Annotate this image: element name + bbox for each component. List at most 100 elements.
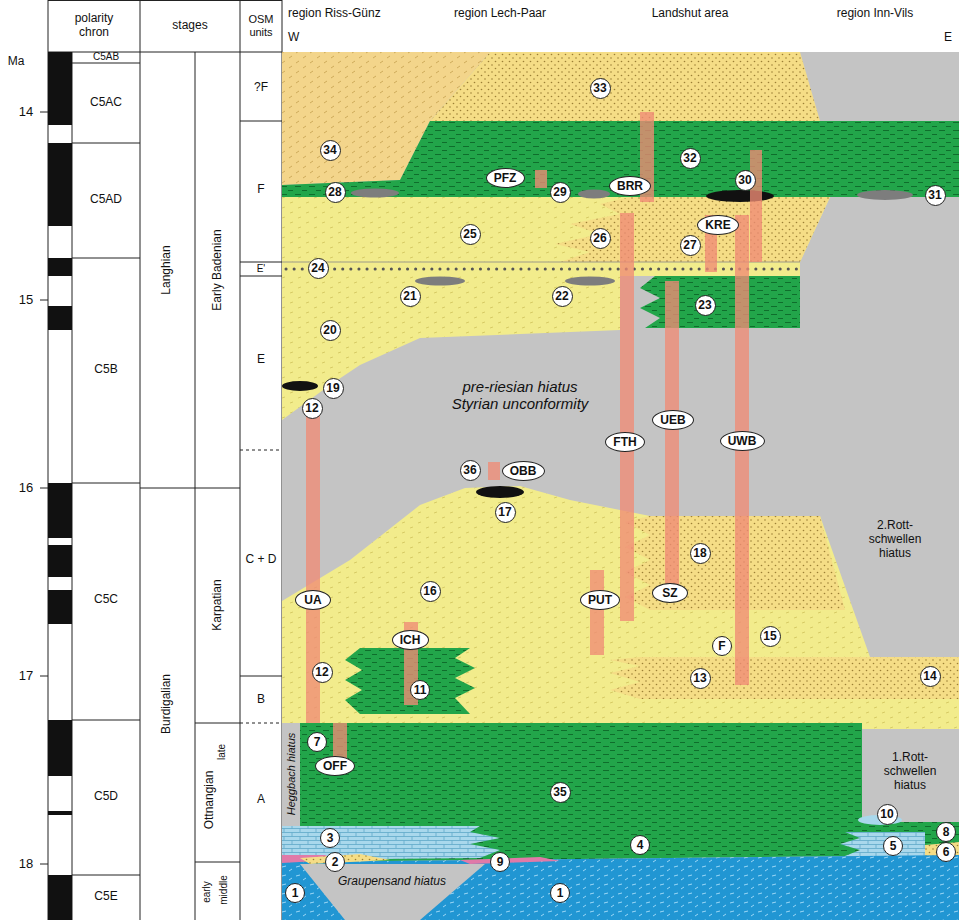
callout-number: 1 [557, 887, 564, 899]
vertical-label: Early Badenian [211, 229, 225, 310]
locality-oval: PFZ [486, 168, 525, 188]
callout-number: 18 [693, 547, 706, 559]
locality-code: SZ [662, 587, 677, 599]
text-label: F [257, 183, 264, 197]
unit-number-circle: 8 [936, 822, 956, 842]
callout-number: 17 [498, 506, 511, 518]
callout-number: 29 [553, 186, 566, 198]
locality-code: FTH [613, 436, 636, 448]
unit-number-circle: 5 [883, 836, 903, 856]
text-label: Graupensand hiatus [338, 875, 446, 889]
text-label: 2.Rott- schwellen hiatus [855, 519, 935, 560]
text-label: C5AC [90, 96, 122, 110]
unit-number-circle: 21 [400, 286, 421, 307]
unit-number-circle: 29 [550, 182, 571, 203]
callout-number: 13 [693, 672, 706, 684]
locality-oval: ICH [392, 630, 429, 650]
callout-number: 16 [423, 585, 436, 597]
locality-code: OFF [323, 760, 347, 772]
text-label: stages [172, 19, 207, 33]
callout-number: 1 [292, 887, 299, 899]
unit-number-circle: 4 [630, 835, 650, 855]
text-label: 16 [19, 481, 33, 496]
locality-code: ICH [400, 634, 421, 646]
unit-number-circle: 34 [320, 140, 341, 161]
callout-number: 15 [763, 630, 776, 642]
unit-number-circle: 14 [920, 666, 941, 687]
text-label: C5C [94, 593, 118, 607]
vertical-label: Karpatian [211, 579, 225, 630]
unit-number-circle: F [712, 636, 732, 656]
locality-oval: OFF [315, 756, 355, 776]
unit-number-circle: 1 [285, 883, 305, 903]
text-label: 17 [19, 669, 33, 684]
callout-number: 23 [698, 299, 711, 311]
callout-number: 31 [928, 189, 941, 201]
callout-number: 30 [738, 174, 751, 186]
unit-number-circle: 6 [936, 842, 956, 862]
locality-oval: FTH [605, 432, 645, 452]
unit-number-circle: 11 [410, 680, 430, 700]
vertical-label: early [201, 881, 213, 903]
locality-code: BRR [617, 180, 643, 192]
vertical-label: late [216, 744, 228, 760]
callout-number: 22 [555, 290, 568, 302]
text-label: A [257, 793, 265, 807]
locality-code: UEB [660, 414, 685, 426]
callout-number: 28 [328, 186, 341, 198]
unit-number-circle: 33 [590, 78, 611, 99]
unit-number-circle: 25 [460, 224, 481, 245]
locality-code: KRE [705, 219, 730, 231]
unit-number-circle: 19 [323, 378, 344, 399]
callout-number: 2 [332, 856, 339, 868]
locality-code: UWB [728, 435, 757, 447]
callout-number: 25 [463, 228, 476, 240]
unit-number-circle: 27 [680, 235, 701, 256]
unit-number-circle: 32 [680, 148, 701, 169]
callout-number: 4 [637, 839, 644, 851]
text-label: 1.Rott- schwellen hiatus [870, 751, 950, 792]
text-label: 18 [19, 857, 33, 872]
unit-number-circle: 1 [550, 883, 570, 903]
unit-number-circle: 28 [325, 182, 346, 203]
text-label: C5AB [93, 51, 119, 63]
locality-code: OBB [510, 465, 537, 477]
text-label: 15 [19, 293, 33, 308]
unit-number-circle: 10 [877, 804, 898, 825]
callout-number: 12 [305, 402, 318, 414]
locality-oval: PUT [580, 590, 620, 610]
locality-oval: OBB [502, 461, 545, 481]
unit-number-circle: 15 [760, 626, 781, 647]
callout-number: 36 [463, 464, 476, 476]
callout-number: 27 [683, 239, 696, 251]
vertical-label: Ottnangian [203, 771, 217, 830]
text-label: C + D [245, 553, 276, 567]
text-label: W [288, 31, 299, 45]
unit-number-circle: 30 [735, 170, 756, 191]
text-label: B [257, 693, 265, 707]
unit-number-circle: 17 [495, 502, 516, 523]
text-label: OSM units [241, 13, 281, 38]
text-label: 14 [19, 105, 33, 120]
locality-oval: UA [295, 590, 331, 610]
callout-number: 3 [327, 832, 334, 844]
locality-code: PUT [588, 594, 612, 606]
callout-number: 7 [314, 736, 321, 748]
text-label: Landshut area [652, 7, 729, 21]
unit-number-circle: 31 [925, 185, 946, 206]
callout-number: 10 [880, 808, 893, 820]
locality-code: UA [304, 594, 321, 606]
callout-number: F [718, 640, 725, 652]
unit-number-circle: 20 [320, 320, 341, 341]
callout-number: 19 [326, 382, 339, 394]
unit-number-circle: 22 [552, 286, 573, 307]
text-label: C5D [94, 790, 118, 804]
text-label: region Riss-Günz [288, 7, 381, 21]
callout-number: 6 [943, 846, 950, 858]
callout-number: 9 [497, 856, 504, 868]
text-label: C5E [94, 890, 117, 904]
callout-number: 35 [553, 786, 566, 798]
unit-number-circle: 13 [690, 668, 711, 689]
